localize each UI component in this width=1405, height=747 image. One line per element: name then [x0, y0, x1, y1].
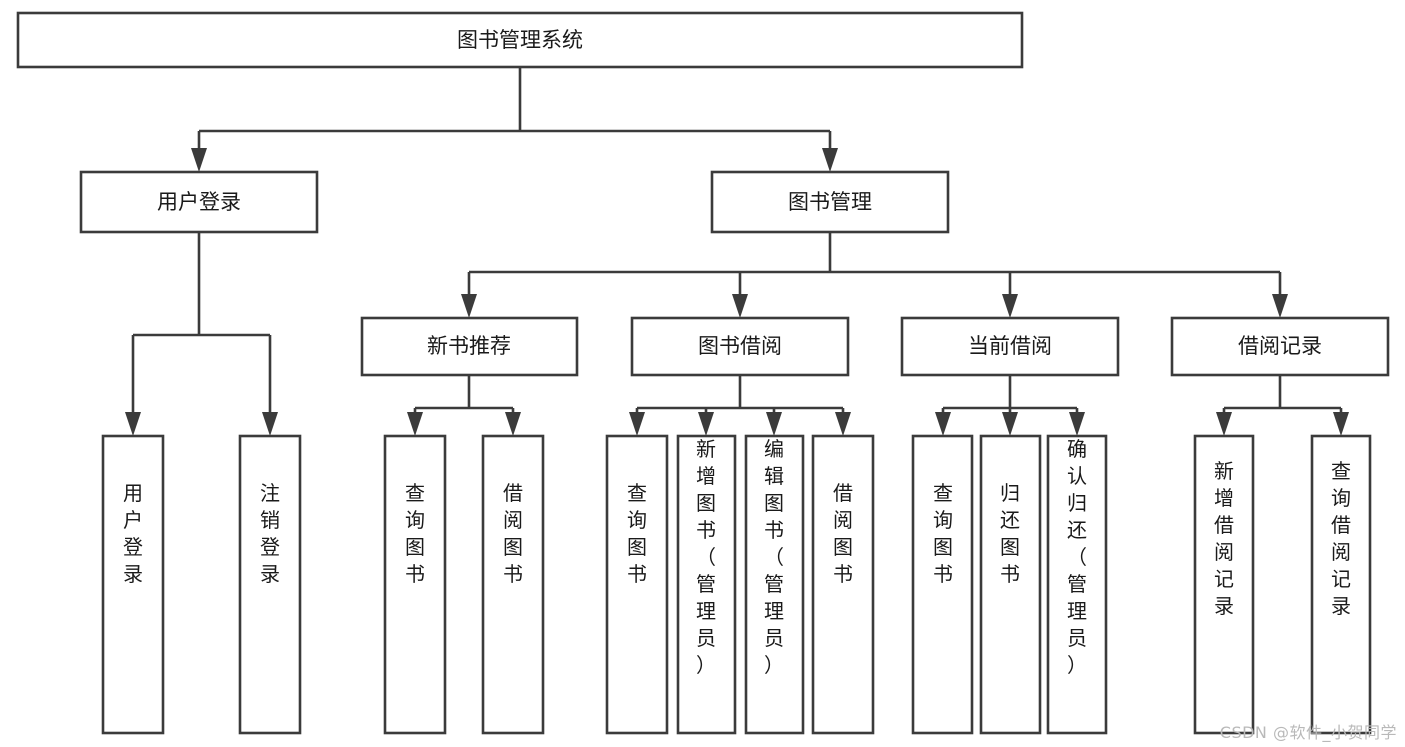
- leaf-box[interactable]: [744, 434, 805, 735]
- node-user-login[interactable]: 用户登录: [79, 170, 319, 234]
- arrow-head-icon: [262, 412, 278, 436]
- node-current-borrow-label: 当前借阅: [968, 334, 1052, 358]
- arrow-head-icon: [125, 412, 141, 436]
- connector-group-current: [935, 375, 1085, 436]
- node-book-management[interactable]: 图书管理: [710, 170, 950, 234]
- leaf-borrow-query[interactable]: 查询图书: [605, 434, 669, 735]
- leaf-label: 归还图书: [1000, 481, 1020, 586]
- csdn-watermark: CSDN @软件_小贺同学: [1219, 723, 1397, 742]
- leaf-borrow-lend[interactable]: 借阅图书: [811, 434, 875, 735]
- leaf-current-return[interactable]: 归还图书: [979, 434, 1042, 735]
- arrow-head-icon: [505, 412, 521, 436]
- leaf-record-add[interactable]: 新增借阅记录: [1193, 434, 1255, 735]
- leaf-box[interactable]: [1193, 434, 1255, 735]
- node-book-management-box[interactable]: [710, 170, 950, 234]
- leaf-box[interactable]: [605, 434, 669, 735]
- leaf-label: 查询图书: [405, 481, 425, 586]
- leaf-label: 查询图书: [933, 481, 953, 586]
- leaf-label: 借阅图书: [503, 481, 523, 586]
- leaf-box[interactable]: [101, 434, 165, 735]
- node-current-borrow[interactable]: 当前借阅: [900, 316, 1120, 377]
- connector-group-newbook: [407, 375, 521, 436]
- arrow-head-icon: [1333, 412, 1349, 436]
- leaf-borrow-add[interactable]: 新增图书（管理员）: [676, 434, 737, 735]
- leaf-box[interactable]: [676, 434, 737, 735]
- leaf-current-confirm[interactable]: 确认归还（管理员）: [1046, 434, 1108, 735]
- leaf-record-query[interactable]: 查询借阅记录: [1310, 434, 1372, 735]
- node-current-borrow-box[interactable]: [900, 316, 1120, 377]
- arrow-head-icon: [1069, 412, 1085, 436]
- node-new-book-recommend-label: 新书推荐: [427, 334, 511, 358]
- arrow-head-icon: [1002, 294, 1018, 318]
- leaf-box[interactable]: [811, 434, 875, 735]
- leaf-box[interactable]: [911, 434, 974, 735]
- connector-group-borrow: [629, 375, 851, 436]
- leaf-box[interactable]: [238, 434, 302, 735]
- node-borrow-record[interactable]: 借阅记录: [1170, 316, 1390, 377]
- leaf-label: 新增图书（管理员）: [696, 437, 716, 677]
- arrow-head-icon: [822, 148, 838, 172]
- arrow-head-icon: [1272, 294, 1288, 318]
- arrow-head-icon: [835, 412, 851, 436]
- node-root-label: 图书管理系统: [457, 28, 583, 52]
- arrow-head-icon: [732, 294, 748, 318]
- arrow-head-icon: [407, 412, 423, 436]
- node-book-management-label: 图书管理: [788, 190, 872, 214]
- leaf-label: 注销登录: [260, 481, 280, 586]
- arrow-head-icon: [1002, 412, 1018, 436]
- node-book-borrow-box[interactable]: [630, 316, 850, 377]
- leaf-label: 查询图书: [627, 481, 647, 586]
- leaf-label: 确认归还（管理员）: [1067, 437, 1087, 677]
- leaf-borrow-edit[interactable]: 编辑图书（管理员）: [744, 434, 805, 735]
- node-book-borrow[interactable]: 图书借阅: [630, 316, 850, 377]
- node-root-box[interactable]: [16, 11, 1024, 69]
- arrow-head-icon: [191, 148, 207, 172]
- node-new-book-recommend[interactable]: 新书推荐: [360, 316, 579, 377]
- leaf-box[interactable]: [383, 434, 447, 735]
- leaf-current-query[interactable]: 查询图书: [911, 434, 974, 735]
- leaf-newbook-borrow[interactable]: 借阅图书: [481, 434, 545, 735]
- leaf-label: 查询借阅记录: [1331, 459, 1351, 618]
- connector-group-root: [191, 67, 838, 172]
- node-new-book-recommend-box[interactable]: [360, 316, 579, 377]
- leaf-newbook-query[interactable]: 查询图书: [383, 434, 447, 735]
- arrow-head-icon: [698, 412, 714, 436]
- node-book-borrow-label: 图书借阅: [698, 334, 782, 358]
- leaf-user-login-logout[interactable]: 注销登录: [238, 434, 302, 735]
- arrow-head-icon: [629, 412, 645, 436]
- arrow-head-icon: [935, 412, 951, 436]
- connector-group-userlogin: [125, 232, 278, 436]
- leaf-label: 编辑图书（管理员）: [764, 437, 784, 677]
- leaf-label: 借阅图书: [833, 481, 853, 586]
- node-borrow-record-label: 借阅记录: [1238, 334, 1322, 358]
- node-user-login-label: 用户登录: [157, 190, 241, 214]
- arrow-head-icon: [766, 412, 782, 436]
- leaf-box[interactable]: [481, 434, 545, 735]
- leaf-label: 新增借阅记录: [1214, 459, 1234, 618]
- leaf-box[interactable]: [1310, 434, 1372, 735]
- node-user-login-box[interactable]: [79, 170, 319, 234]
- leaf-user-login-login[interactable]: 用户登录: [101, 434, 165, 735]
- leaf-box[interactable]: [1046, 434, 1108, 735]
- node-root[interactable]: 图书管理系统: [16, 11, 1024, 69]
- connector-group-record: [1216, 375, 1349, 436]
- node-borrow-record-box[interactable]: [1170, 316, 1390, 377]
- leaf-box[interactable]: [979, 434, 1042, 735]
- arrow-head-icon: [461, 294, 477, 318]
- leaf-label: 用户登录: [123, 481, 143, 586]
- arrow-head-icon: [1216, 412, 1232, 436]
- connector-group-bookmgmt: [461, 232, 1288, 318]
